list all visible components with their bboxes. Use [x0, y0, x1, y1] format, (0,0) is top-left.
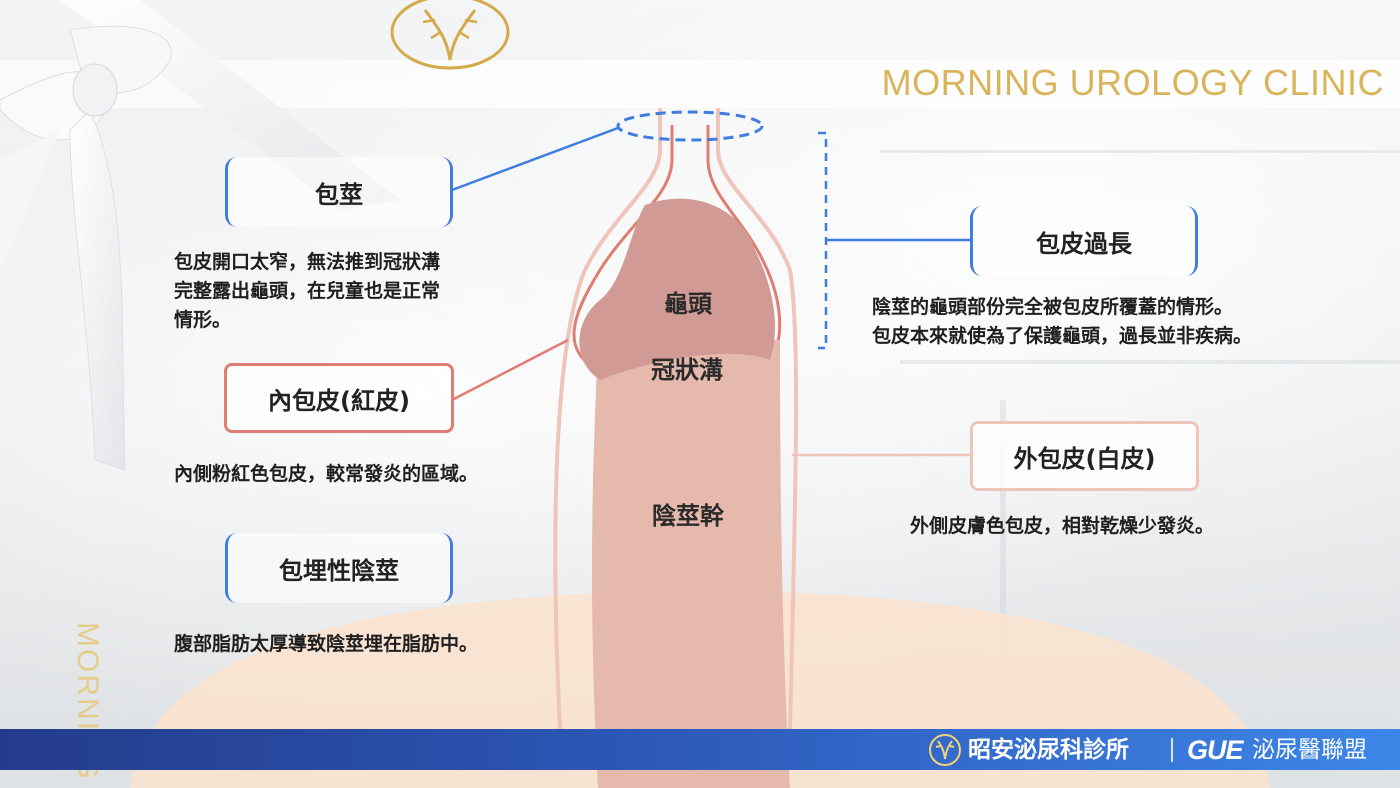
- glans-label: 龜頭: [664, 290, 712, 318]
- background-counter-line: [900, 360, 1400, 364]
- background-ceiling-line: [880, 150, 1400, 153]
- gold-antler-logo-icon: [390, 0, 510, 70]
- buried-penis-description: 腹部脂肪太厚導致陰莖埋在脂肪中。: [174, 633, 479, 655]
- inner-foreskin-right: [706, 125, 782, 361]
- footer-separator: [1171, 738, 1173, 762]
- background-pillar: [1000, 400, 1006, 730]
- clinic-name-english: MORNING UROLOGY CLINIC: [881, 62, 1384, 103]
- coronal-sulcus-label: 冠狀溝: [651, 356, 723, 384]
- buried-penis-label-box: 包埋性陰莖: [225, 533, 453, 603]
- inner-foreskin-description: 內側粉紅色包皮，較常發炎的區域。: [174, 463, 479, 485]
- inner-foreskin-left: [572, 125, 674, 372]
- redundant-foreskin-label-box: 包皮過長: [970, 206, 1198, 276]
- footer-bar: [0, 729, 1400, 770]
- outer-foreskin-label-box: 外包皮(白皮): [970, 421, 1199, 491]
- inner-foreskin-label-box: 內包皮(紅皮): [224, 363, 454, 433]
- footer-clinic-name: 昭安泌尿科診所: [968, 737, 1129, 763]
- outer-foreskin-left: [553, 108, 662, 731]
- redundant-foreskin-description: 陰莖的龜頭部份完全被包皮所覆蓋的情形。 包皮本來就使為了保護龜頭，過長並非疾病。: [872, 296, 1253, 347]
- shaft-shape: [592, 340, 790, 788]
- glans-shape: [579, 198, 775, 380]
- phimosis-description: 包皮開口太窄，無法推到冠狀溝 完整露出龜頭，在兒童也是正常 情形。: [174, 251, 441, 331]
- phimosis-leader-line: [451, 126, 619, 192]
- footer-alliance-name: 泌尿醫聯盟: [1252, 737, 1367, 763]
- phimosis-label: 包莖: [315, 180, 363, 209]
- buried-penis-label: 包埋性陰莖: [279, 556, 399, 585]
- redundant-foreskin-bracket: [818, 131, 828, 350]
- inner-foreskin-leader-line: [451, 338, 569, 402]
- footer-antler-logo-icon: [929, 734, 961, 766]
- gue-logo: GUE: [1187, 735, 1244, 765]
- inner-foreskin-label: 內包皮(紅皮): [268, 386, 410, 415]
- outer-foreskin-description: 外側皮膚色包皮，相對乾燥少發炎。: [910, 515, 1215, 537]
- phimosis-label-box: 包莖: [225, 157, 453, 227]
- outer-foreskin-label: 外包皮(白皮): [1013, 444, 1156, 473]
- redundant-foreskin-label: 包皮過長: [1036, 229, 1132, 258]
- foreskin-opening-ellipse: [616, 110, 764, 142]
- shaft-label: 陰莖幹: [652, 502, 724, 530]
- outer-foreskin-right: [716, 108, 799, 731]
